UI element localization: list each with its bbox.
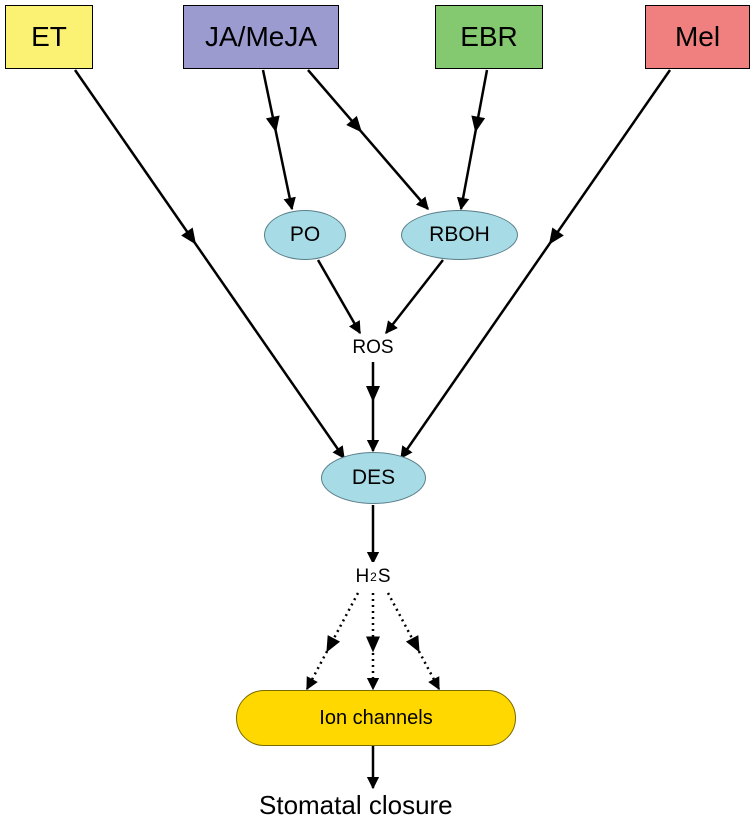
ebr-to-rboh-arrow-midhead	[471, 115, 486, 133]
stomatal-closure-label: Stomatal closure	[259, 790, 453, 820]
ja-meja-to-po-arrow-midhead	[265, 115, 280, 133]
des-label: DES	[351, 466, 396, 489]
po-node: PO	[264, 210, 346, 260]
h2s-to-ion-right-arrow-midhead	[405, 635, 420, 653]
et-to-des-arrow	[73, 69, 346, 460]
ja-meja-to-po-arrow	[261, 69, 296, 211]
mel-label: Mel	[674, 21, 721, 52]
po-label: PO	[289, 223, 321, 246]
ros-to-des-arrow-midhead	[366, 386, 380, 403]
ja-meja-to-rboh-arrow-midhead	[346, 115, 362, 133]
ros-label: ROS	[352, 337, 394, 358]
ebr-node: EBR	[435, 5, 543, 69]
ros-node: ROS	[343, 334, 403, 362]
edges-group	[73, 69, 672, 790]
ebr-label: EBR	[460, 21, 518, 52]
h2s-rest: S	[377, 566, 391, 587]
des-node: DES	[321, 452, 426, 504]
rboh-to-ros-arrow	[385, 259, 444, 334]
ion-channels-node: Ion channels	[236, 690, 516, 746]
ion-channels-label: Ion channels	[319, 706, 433, 729]
et-node: ET	[5, 5, 93, 69]
h2s-subscript: 2	[370, 570, 377, 584]
h2s-to-ion-left-arrow-midhead	[326, 635, 341, 653]
et-label: ET	[31, 21, 67, 52]
h2s-to-ion-center-arrow-midhead	[366, 636, 380, 653]
mel-node: Mel	[645, 5, 750, 69]
mel-to-des-arrow-midhead	[548, 227, 564, 245]
ja-meja-to-rboh-arrow	[307, 69, 429, 210]
ja-meja-node: JA/MeJA	[183, 5, 339, 69]
et-to-des-arrow-midhead	[181, 227, 197, 245]
mel-to-des-arrow	[399, 69, 672, 460]
ebr-to-rboh-arrow	[456, 69, 489, 211]
po-to-ros-arrow	[316, 259, 362, 335]
rboh-node: RBOH	[401, 210, 518, 260]
ja-meja-label: JA/MeJA	[204, 21, 318, 52]
rboh-label: RBOH	[429, 223, 490, 246]
h2s-base: H	[355, 566, 370, 587]
